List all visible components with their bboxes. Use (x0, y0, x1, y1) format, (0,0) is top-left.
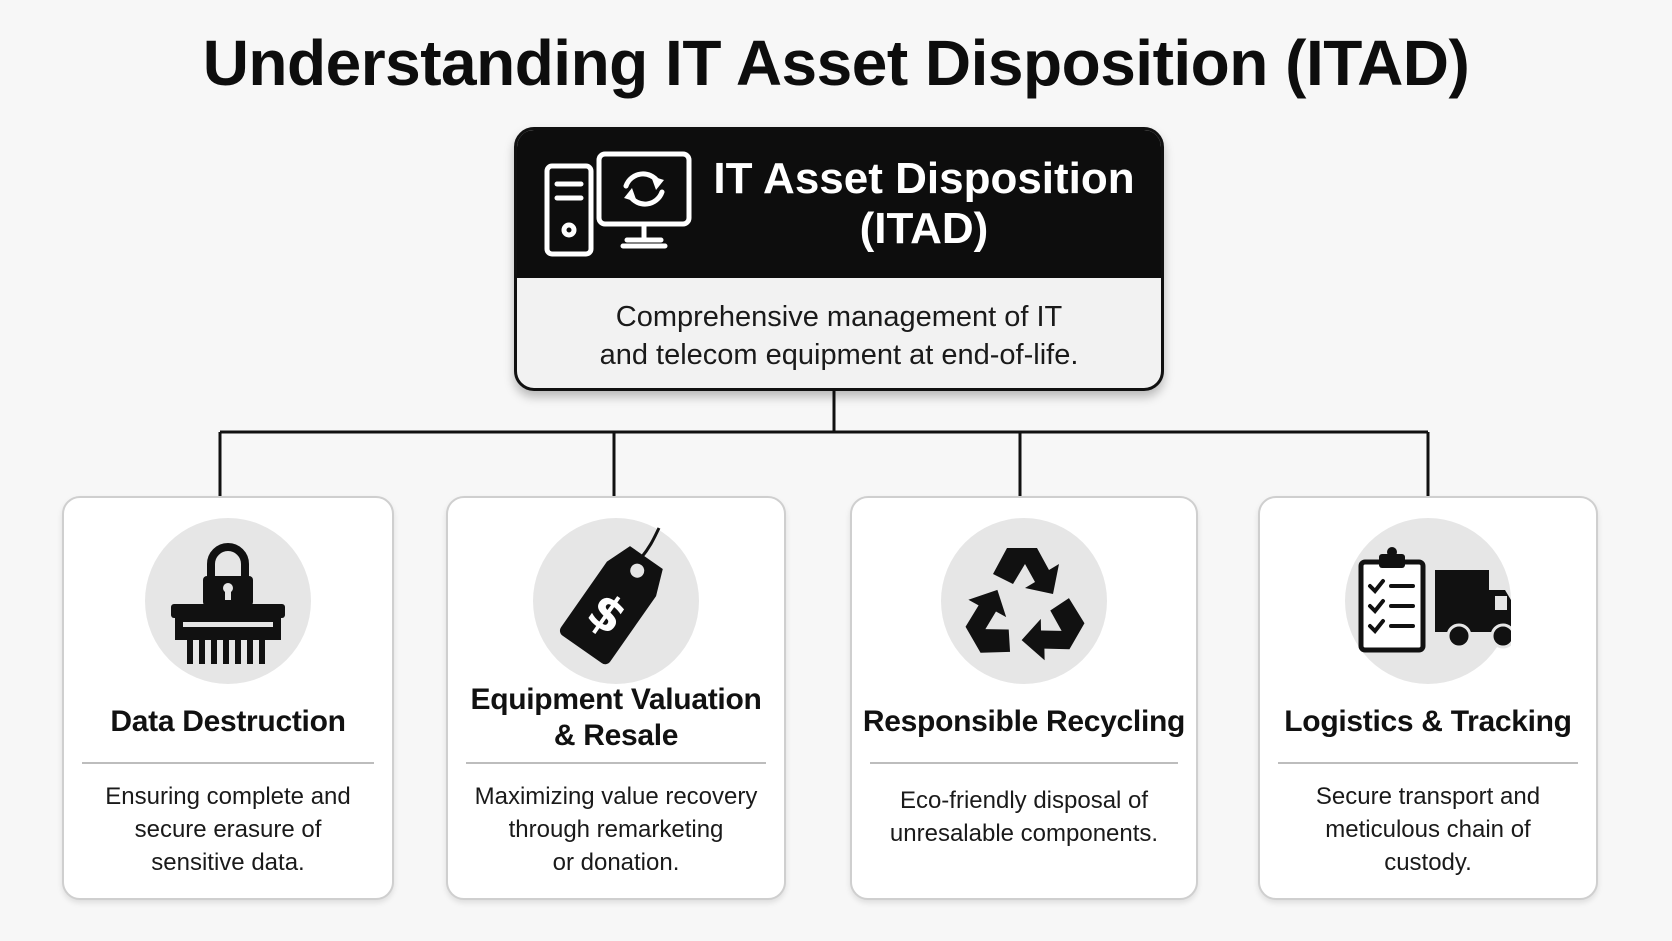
icon-circle: $ (533, 518, 699, 684)
root-title: IT Asset Disposition (ITAD) (707, 154, 1141, 254)
root-description-line: and telecom equipment at end-of-life. (599, 339, 1079, 371)
recycle-icon (965, 548, 1085, 661)
card-title: Responsible Recycling (862, 704, 1186, 740)
root-description-line: Comprehensive management of IT (615, 301, 1063, 333)
card-description-line: Secure transport and (1315, 783, 1541, 810)
card-title: Logistics & Tracking (1270, 704, 1586, 740)
card-description: Secure transport and meticulous chain of… (1270, 780, 1586, 879)
root-title-line: (ITAD) (859, 204, 989, 253)
clipboard-truck-icon (1358, 547, 1511, 653)
card-divider (1278, 762, 1578, 764)
card-description-line: secure erasure of (134, 816, 322, 843)
root-title-line: IT Asset Disposition (713, 154, 1135, 203)
card-title-line: Logistics & Tracking (1284, 705, 1572, 738)
card-description-line: Eco-friendly disposal of (899, 787, 1149, 814)
price-tag-dollar-icon: $ (559, 527, 663, 665)
card-title-line: Responsible Recycling (862, 705, 1186, 738)
icon-circle (145, 518, 311, 684)
card-description: Eco-friendly disposal of unresalable com… (862, 784, 1186, 850)
card-divider (870, 762, 1178, 764)
card-description-line: Maximizing value recovery (474, 783, 758, 810)
icon-circle (1345, 518, 1511, 684)
root-header: IT Asset Disposition (ITAD) (517, 130, 1161, 278)
card-description: Maximizing value recovery through remark… (458, 780, 774, 879)
page-title: Understanding IT Asset Disposition (ITAD… (202, 27, 1470, 99)
card-responsible-recycling: Responsible Recycling Eco-friendly dispo… (850, 496, 1198, 900)
card-description-line: meticulous chain of (1325, 816, 1531, 843)
card-divider (82, 762, 374, 764)
root-description: Comprehensive management of IT and telec… (517, 278, 1161, 374)
card-description-line: Ensuring complete and (105, 783, 351, 810)
card-title-line: & Resale (553, 719, 679, 752)
card-logistics-tracking: Logistics & Tracking Secure transport an… (1258, 496, 1598, 900)
card-description-line: sensitive data. (151, 849, 305, 876)
icon-circle (941, 518, 1107, 684)
root-node: IT Asset Disposition (ITAD) Comprehensiv… (514, 127, 1164, 391)
card-description-line: custody. (1384, 849, 1472, 876)
card-data-destruction: Data Destruction Ensuring complete and s… (62, 496, 394, 900)
card-title: Equipment Valuation & Resale (458, 682, 774, 754)
card-equipment-valuation: $ Equipment Valuation & Resale Maximizin… (446, 496, 786, 900)
shredder-lock-icon (171, 543, 285, 664)
card-divider (466, 762, 766, 764)
card-title: Data Destruction (74, 704, 382, 740)
card-title-line: Equipment Valuation (470, 683, 762, 716)
card-description-line: unresalable components. (889, 820, 1159, 847)
card-title-line: Data Destruction (110, 705, 346, 738)
card-description-line: through remarketing (508, 816, 724, 843)
card-description: Ensuring complete and secure erasure of … (74, 780, 382, 879)
computer-refresh-icon (543, 150, 693, 263)
card-description-line: or donation. (552, 849, 680, 876)
